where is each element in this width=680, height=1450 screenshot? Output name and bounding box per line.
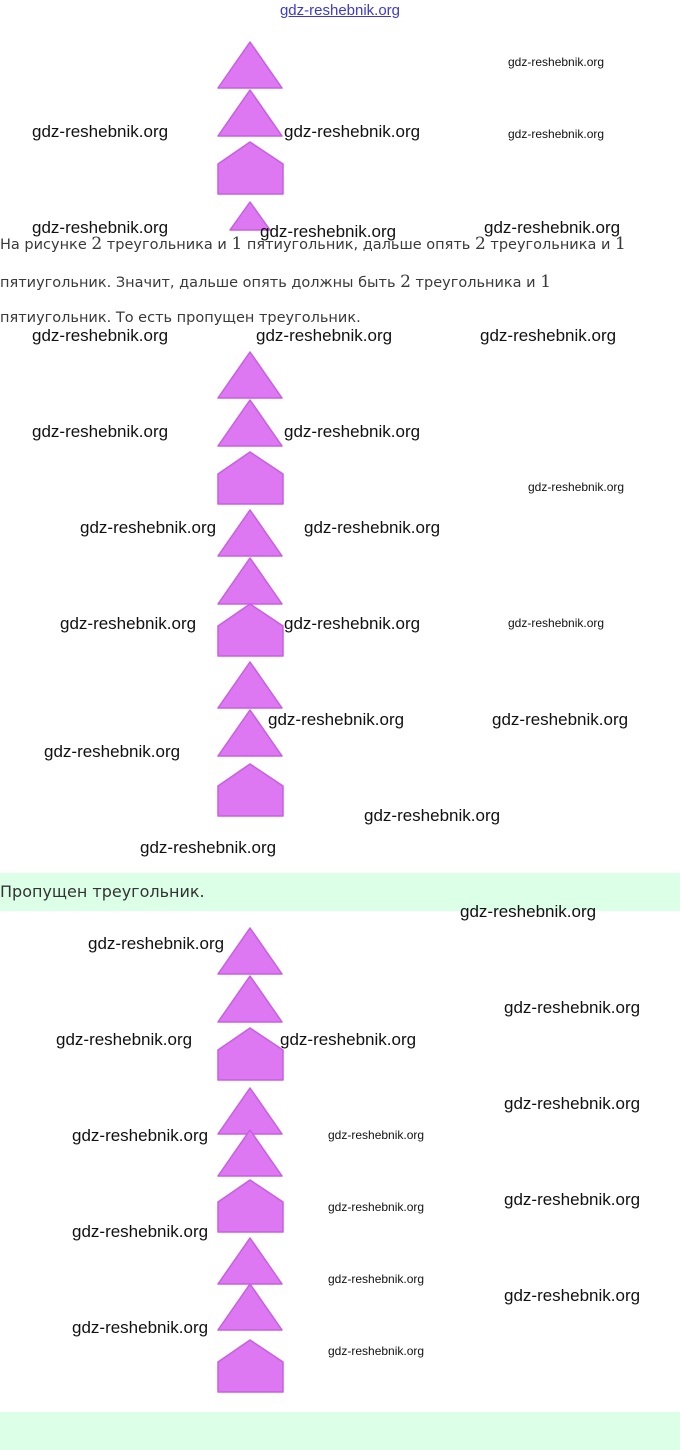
watermark: gdz-reshebnik.org: [280, 1030, 417, 1049]
watermark: gdz-reshebnik.org: [32, 122, 169, 141]
triangle-shape: [217, 1087, 283, 1135]
watermark: gdz-reshebnik.org: [328, 1128, 425, 1142]
watermark: gdz-reshebnik.org: [504, 1286, 641, 1305]
pentagon-shape: [217, 1179, 284, 1233]
watermark: gdz-reshebnik.org: [32, 218, 169, 237]
watermark: gdz-reshebnik.org: [508, 127, 605, 141]
pentagon-shape: [217, 451, 284, 505]
watermark: gdz-reshebnik.org: [364, 806, 501, 825]
triangle-shape: [217, 399, 283, 447]
triangle-shape: [217, 557, 283, 605]
watermark: gdz-reshebnik.org: [60, 614, 197, 633]
triangle-shape: [217, 41, 283, 89]
triangle-shape: [217, 661, 283, 709]
triangle-shape: [217, 89, 283, 137]
watermark: gdz-reshebnik.org: [72, 1222, 209, 1241]
pentagon-shape: [217, 1027, 284, 1081]
answer-band-bottom: [0, 1412, 680, 1450]
triangle-shape: [217, 1237, 283, 1285]
triangle-shape: [217, 351, 283, 399]
watermark: gdz-reshebnik.org: [284, 422, 421, 441]
site-link[interactable]: gdz-reshebnik.org: [279, 2, 401, 19]
triangle-shape: [217, 975, 283, 1023]
pentagon-shape: [217, 603, 284, 657]
answer-band: [0, 873, 680, 911]
explanation-line-1: На рисунке 2 треугольника и 1 пятиугольн…: [0, 234, 626, 254]
watermark: gdz-reshebnik.org: [32, 326, 169, 345]
watermark: gdz-reshebnik.org: [80, 518, 217, 537]
watermark: gdz-reshebnik.org: [504, 998, 641, 1017]
watermark: gdz-reshebnik.org: [284, 614, 421, 633]
watermark: gdz-reshebnik.org: [88, 934, 225, 953]
pentagon-shape: [217, 1339, 284, 1393]
watermark: gdz-reshebnik.org: [504, 1094, 641, 1113]
triangle-shape: [217, 1129, 283, 1177]
watermark: gdz-reshebnik.org: [480, 326, 617, 345]
watermark: gdz-reshebnik.org: [56, 1030, 193, 1049]
explanation-line-2: пятиугольник. Значит, дальше опять должн…: [0, 272, 552, 292]
watermark: gdz-reshebnik.org: [44, 742, 181, 761]
watermark: gdz-reshebnik.org: [328, 1344, 425, 1358]
watermark: gdz-reshebnik.org: [268, 710, 405, 729]
watermark: gdz-reshebnik.org: [304, 518, 441, 537]
triangle-shape: [217, 1283, 283, 1331]
triangle-shape: [217, 927, 283, 975]
watermark: gdz-reshebnik.org: [484, 218, 621, 237]
watermark: gdz-reshebnik.org: [460, 902, 597, 921]
explanation-line-3: пятиугольник. То есть пропущен треугольн…: [0, 310, 361, 326]
watermark: gdz-reshebnik.org: [32, 422, 169, 441]
answer-text: Пропущен треугольник.: [0, 882, 205, 901]
watermark: gdz-reshebnik.org: [256, 326, 393, 345]
watermark: gdz-reshebnik.org: [260, 222, 397, 241]
watermark: gdz-reshebnik.org: [504, 1190, 641, 1209]
pentagon-shape: [217, 141, 284, 195]
triangle-shape: [217, 509, 283, 557]
watermark: gdz-reshebnik.org: [528, 480, 625, 494]
pentagon-shape: [217, 763, 284, 817]
watermark: gdz-reshebnik.org: [508, 616, 605, 630]
watermark: gdz-reshebnik.org: [492, 710, 629, 729]
watermark: gdz-reshebnik.org: [328, 1272, 425, 1286]
watermark: gdz-reshebnik.org: [508, 55, 605, 69]
watermark: gdz-reshebnik.org: [140, 838, 277, 857]
watermark: gdz-reshebnik.org: [72, 1126, 209, 1145]
watermark: gdz-reshebnik.org: [72, 1318, 209, 1337]
watermark: gdz-reshebnik.org: [284, 122, 421, 141]
watermark: gdz-reshebnik.org: [328, 1200, 425, 1214]
